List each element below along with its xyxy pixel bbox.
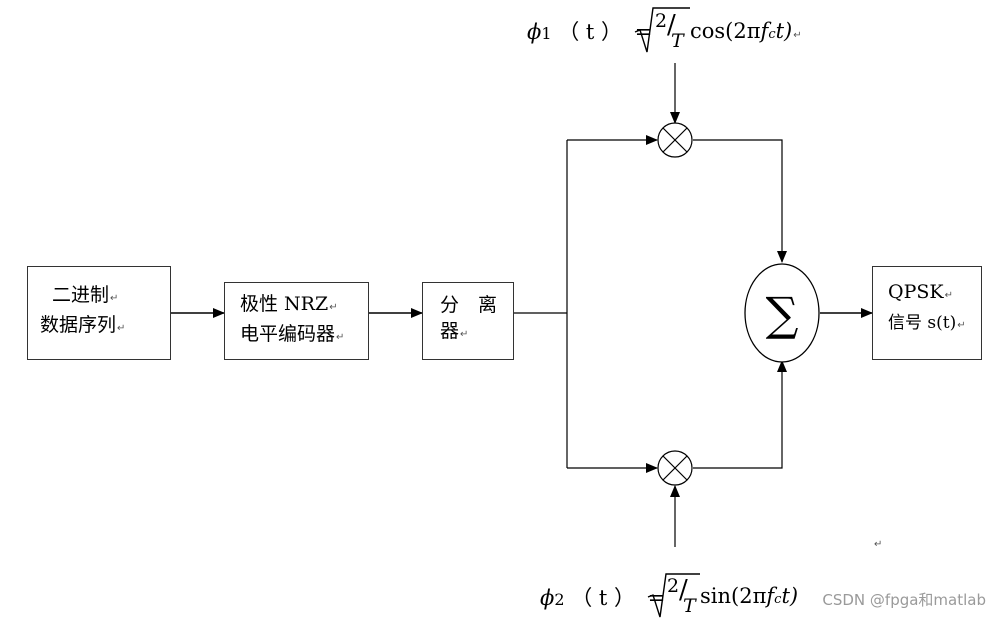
watermark: CSDN @fpga和matlab [822,591,986,609]
carrier-func-bottom: sin(2πfct) [700,584,799,608]
stray-return-mark: ↵ [874,539,883,550]
wire-mult-bottom-to-sum [693,360,787,469]
carrier-func-top: cos(2πfct)↵ [690,19,802,43]
summer-symbol: ∑ [766,287,799,341]
output-label: QPSK↵ 信号 s(t)↵ [888,281,966,333]
sqrt-sign-bottom [647,573,700,618]
carrier-formula-top: ϕ1 （ t ） = [527,20,653,44]
splitter-label: 分 离 器↵ [440,294,498,342]
carrier-formula-bottom: ϕ2 （ t ） = [540,586,666,610]
nrz-encoder-label: 极性 NRZ↵ 电平编码器↵ [240,293,345,345]
multiplier-bottom [657,450,693,486]
splitter-block [422,282,514,360]
sqrt-sign-top [634,7,690,53]
output-block [872,266,982,360]
nrz-encoder-block [224,282,369,360]
summer-node [744,263,820,363]
multiplier-top [657,122,693,158]
wire-mult-top-to-sum [693,139,787,263]
binary-source-block [27,266,171,360]
binary-source-label: 二进制↵ 数据序列↵ [40,284,126,336]
